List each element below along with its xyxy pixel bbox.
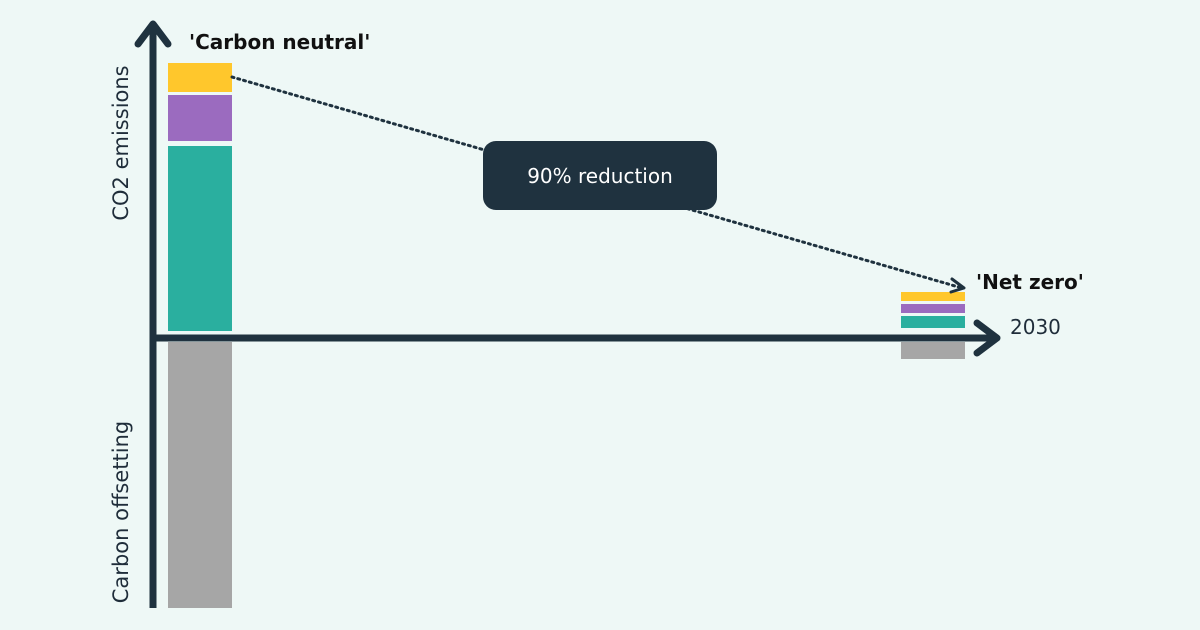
x-axis-arrowhead [973,319,1001,357]
carbon-neutral-yellow-segment [168,63,232,92]
y-axis-arrowhead [134,20,172,48]
y-axis-negative-label: Carbon offsetting [109,420,133,604]
net-zero-bar [901,292,965,359]
carbon-neutral-offset-segment [168,342,232,608]
carbon-neutral-purple-segment [168,95,232,141]
carbon-neutral-label: 'Carbon neutral' [189,30,371,54]
carbon-neutral-bar [168,63,232,608]
net-zero-purple-segment [901,304,965,313]
net-zero-teal-segment [901,316,965,328]
x-axis-year-label: 2030 [1010,315,1061,339]
reduction-callout: 90% reduction [483,141,717,210]
reduction-callout-text: 90% reduction [527,163,673,188]
net-zero-yellow-segment [901,292,965,301]
net-zero-label: 'Net zero' [976,270,1084,294]
carbon-neutral-teal-segment [168,146,232,331]
net-zero-offset-segment [901,342,965,359]
y-axis-positive-label: CO2 emissions [109,65,133,221]
reduction-arrowhead [949,277,966,294]
